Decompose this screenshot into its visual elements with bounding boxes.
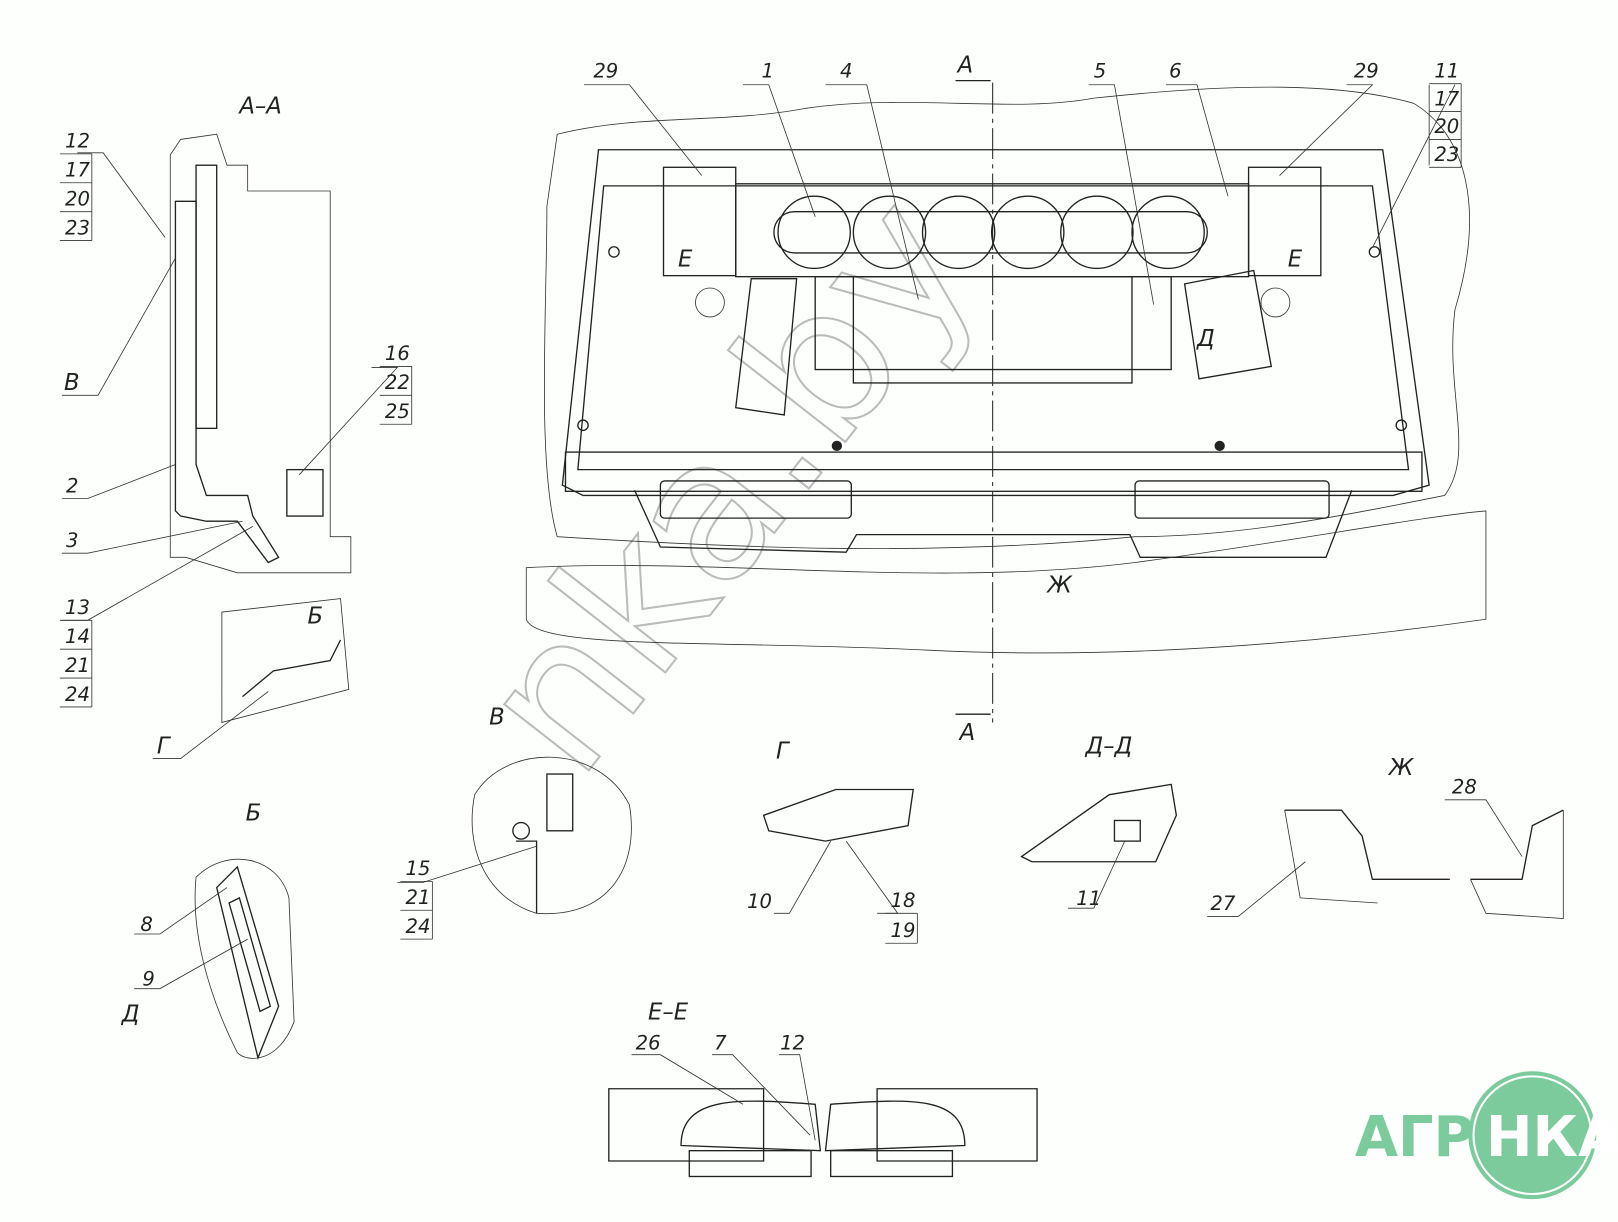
callout-number: 23 [65,216,90,239]
callout-number: 17 [65,159,90,182]
watermark: nka.by [435,155,1019,813]
callout-number: 12 [65,130,90,153]
detail-g-small [152,598,350,759]
section-title-dd: Д–Д [1085,733,1133,759]
section-title-aa: А–А [237,94,281,120]
section-marker-d-detail: Д [121,1002,140,1028]
callout-number: 18 [891,889,916,912]
view-marker-g: Г [157,733,172,759]
lamp-row [773,195,1208,270]
callout-number: 1 [762,60,774,83]
section-title-g: Г [776,739,791,765]
logo-right-text: НКА [1486,1105,1618,1170]
view-marker-v: В [64,370,80,396]
section-aa [61,133,399,621]
callout-number: 16 [385,342,410,365]
section-title-ee: Е–Е [648,1000,689,1026]
callout-number: 12 [780,1032,805,1055]
callout-label: 28 [1452,776,1477,799]
callout-number: 20 [1434,115,1459,138]
callout-number: 6 [1169,60,1181,83]
view-marker-zh: Ж [1045,572,1073,598]
agronka-logo: АГРО НКА [1355,1071,1618,1200]
section-marker-e-right: Е [1288,246,1303,272]
section-ee [608,1054,1038,1178]
section-marker-d-main: Д [1196,326,1215,352]
callout-number: 5 [1094,60,1106,83]
callout-number: 15 [406,857,431,880]
section-title-b: Б [246,800,262,826]
logo-left-text: АГРО [1355,1105,1522,1170]
callout-label: 2 [66,474,78,497]
callout-label: 3 [66,529,78,552]
callout-number: 17 [1434,87,1459,110]
section-marker-a-bottom: А [958,720,976,746]
callout-label: 8 [140,913,152,936]
callout-number: 21 [406,886,431,909]
callout-number: 24 [65,683,90,706]
section-title-v: В [489,705,505,731]
callout-number: 22 [385,371,410,394]
section-marker-e-left: Е [678,246,693,272]
callout-label: 27 [1210,892,1235,915]
detail-dd [1020,783,1178,909]
callout-number: 14 [65,625,90,648]
view-marker-b: Б [308,603,324,629]
callout-number: 29 [1354,60,1379,83]
callout-number: 19 [891,919,916,942]
detail-b [134,858,295,1061]
detail-zh [1207,799,1564,919]
callout-number: 4 [840,60,852,83]
callout-number: 11 [1434,60,1459,83]
callout-number: 26 [636,1032,661,1055]
callout-number: 29 [593,60,618,83]
callout-number: 24 [406,915,431,938]
callout-label: 11 [1076,887,1101,910]
callout-number: 21 [65,654,90,677]
callout-label: 10 [747,890,772,913]
callout-number: 13 [65,596,90,619]
callout-label: 9 [142,968,154,991]
callout-number: 23 [1434,143,1459,166]
callout-number: 25 [385,400,410,423]
section-marker-a-top: А [956,52,974,78]
section-title-zh: Ж [1387,755,1415,781]
detail-v [397,756,632,915]
main-view [525,79,1487,723]
callout-number: 7 [714,1032,727,1055]
callout-number: 20 [65,187,90,210]
